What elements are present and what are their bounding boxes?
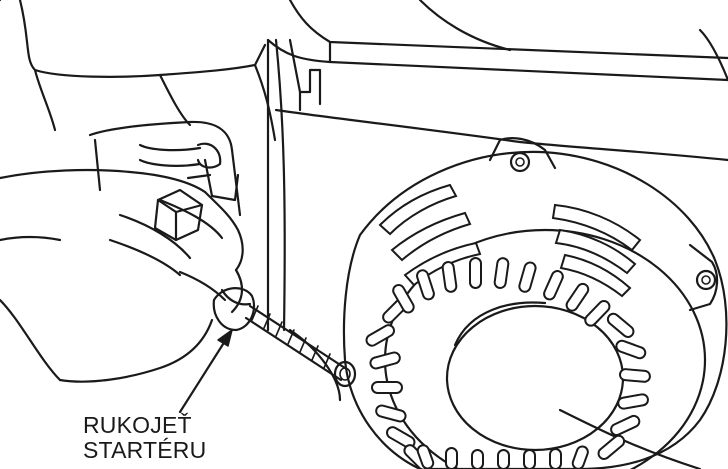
- starter-grip-callout-label: RUKOJEŤ STARTÉRU: [83, 413, 206, 463]
- starter-grip: [153, 188, 256, 332]
- callout-line-1: RUKOJEŤ: [83, 412, 192, 438]
- hand: [0, 168, 244, 383]
- tank-edge: [418, 0, 728, 82]
- cover-fins-ring: [365, 257, 651, 469]
- callout-line-2: STARTÉRU: [83, 437, 207, 463]
- callout-arrow: [178, 328, 234, 414]
- cover-fins-upper: [378, 183, 642, 298]
- carburetor-area: [88, 120, 242, 217]
- starter-rope: [244, 304, 357, 388]
